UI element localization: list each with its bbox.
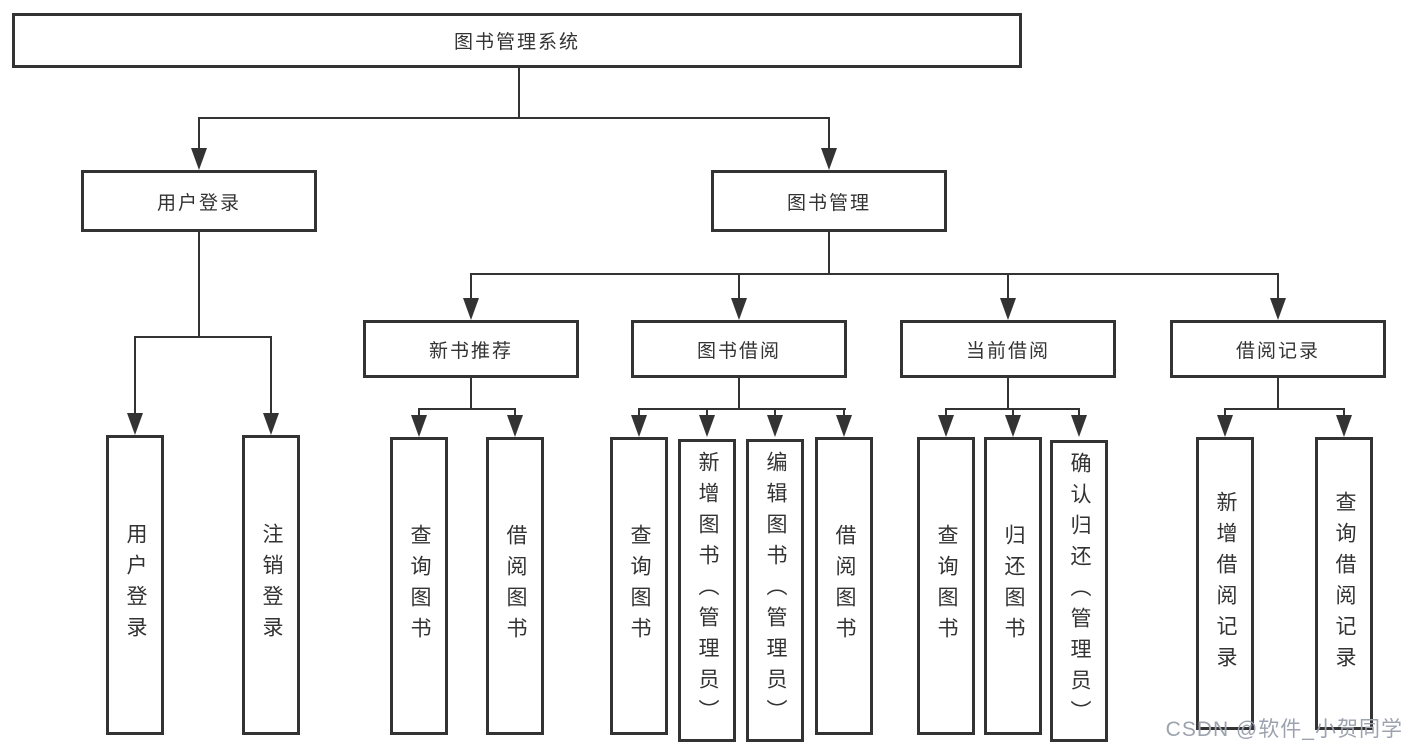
node-logout-login: 注销登录: [242, 435, 300, 735]
connector-line: [638, 408, 640, 415]
arrow-down-icon: [767, 415, 783, 437]
node-return-books: 归还图书: [984, 437, 1042, 735]
connector-line: [470, 273, 1279, 275]
connector-line: [134, 336, 272, 338]
connector-line: [134, 336, 136, 413]
connector-line: [470, 273, 472, 298]
arrow-down-icon: [731, 298, 747, 320]
node-query-books-current: 查询图书: [917, 437, 975, 735]
connector-line: [418, 408, 516, 410]
arrow-down-icon: [836, 415, 852, 437]
node-borrow-books-borrowing: 借阅图书: [815, 437, 873, 735]
arrow-down-icon: [1071, 415, 1087, 437]
node-add-books-admin: 新增图书（管理员）: [678, 439, 736, 742]
node-book-management: 图书管理: [711, 170, 947, 232]
connector-line: [470, 378, 472, 408]
node-borrowing-records: 借阅记录: [1170, 320, 1386, 378]
arrow-down-icon: [1000, 298, 1016, 320]
node-user-login-leaf: 用户登录: [106, 435, 164, 735]
node-user-login: 用户登录: [81, 170, 317, 232]
connector-line: [828, 232, 830, 273]
node-query-books-recommend: 查询图书: [390, 437, 448, 735]
connector-line: [1007, 273, 1009, 298]
connector-line: [1224, 408, 1345, 410]
connector-line: [1277, 273, 1279, 298]
connector-line: [774, 408, 776, 415]
connector-line: [1012, 408, 1014, 415]
node-confirm-return-admin: 确认归还（管理员）: [1050, 440, 1108, 742]
arrow-down-icon: [1005, 415, 1021, 437]
arrow-down-icon: [1270, 298, 1286, 320]
connector-line: [1224, 408, 1226, 415]
connector-line: [1277, 378, 1279, 408]
arrow-down-icon: [507, 415, 523, 437]
connector-line: [198, 117, 200, 148]
node-library-management-system: 图书管理系统: [12, 13, 1022, 68]
arrow-down-icon: [699, 415, 715, 437]
connector-line: [514, 408, 516, 415]
node-book-borrowing: 图书借阅: [631, 320, 847, 378]
arrow-down-icon: [191, 148, 207, 170]
node-borrow-books-recommend: 借阅图书: [486, 437, 544, 735]
connector-line: [706, 408, 708, 415]
node-add-borrow-record: 新增借阅记录: [1196, 437, 1254, 730]
connector-line: [843, 408, 845, 415]
connector-line: [518, 68, 520, 117]
connector-line: [738, 378, 740, 408]
watermark: CSDN @软件_小贺同学: [1165, 718, 1403, 741]
arrow-down-icon: [821, 148, 837, 170]
arrow-down-icon: [938, 415, 954, 437]
connector-line: [198, 117, 830, 119]
connector-line: [270, 336, 272, 413]
arrow-down-icon: [631, 415, 647, 437]
node-query-books-borrowing: 查询图书: [610, 437, 668, 735]
arrow-down-icon: [263, 413, 279, 435]
node-current-borrowing: 当前借阅: [900, 320, 1116, 378]
arrow-down-icon: [1336, 415, 1352, 437]
connector-line: [1343, 408, 1345, 415]
node-query-borrow-record: 查询借阅记录: [1315, 437, 1373, 730]
connector-line: [638, 408, 846, 410]
connector-line: [738, 273, 740, 298]
arrow-down-icon: [127, 413, 143, 435]
node-new-book-recommendation: 新书推荐: [363, 320, 579, 378]
node-edit-books-admin: 编辑图书（管理员）: [746, 439, 804, 742]
arrow-down-icon: [1217, 415, 1233, 437]
connector-line: [945, 408, 947, 415]
connector-line: [1078, 408, 1080, 415]
connector-line: [418, 408, 420, 415]
connector-line: [198, 232, 200, 336]
arrow-down-icon: [463, 298, 479, 320]
arrow-down-icon: [411, 415, 427, 437]
connector-line: [828, 117, 830, 148]
connector-line: [1007, 378, 1009, 408]
